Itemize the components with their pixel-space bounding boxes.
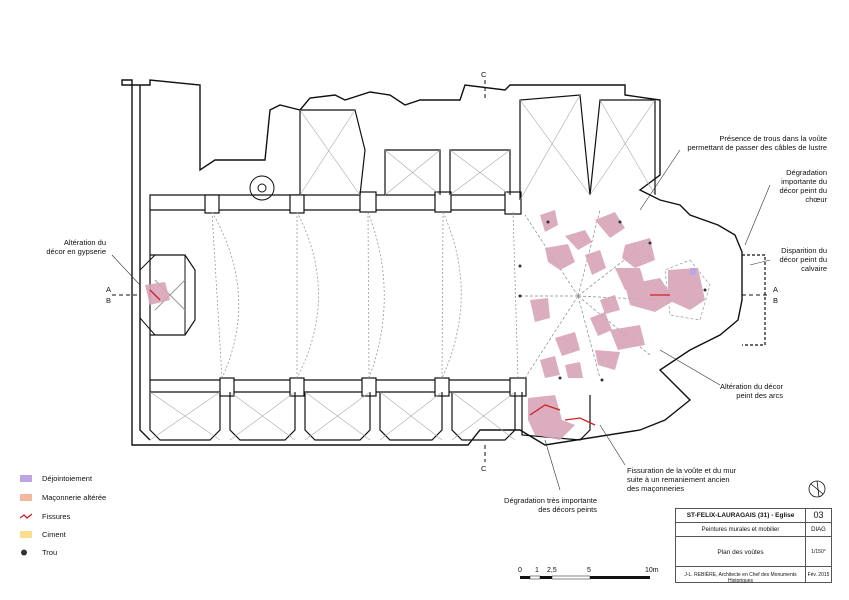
chapel-ribs xyxy=(149,94,656,441)
legend-swatch xyxy=(20,531,32,538)
title-block-phase: DIAG xyxy=(806,523,831,537)
annotation-line: Altération du décor xyxy=(720,382,783,391)
legend-swatch xyxy=(20,494,32,501)
scale-bar-graphic xyxy=(520,575,650,580)
annotation-trous: Présence de trous dans la voûte permetta… xyxy=(660,134,827,152)
annotation-line: décor en gypserie xyxy=(46,247,106,256)
hole-icon xyxy=(21,549,27,556)
annotation-line: Fissuration de la voûte et du mur xyxy=(627,466,737,475)
north-chapels xyxy=(299,94,656,200)
scale-label: 5 xyxy=(587,567,591,574)
legend-item-ciment: Ciment xyxy=(20,530,66,539)
annotation-line: calvaire xyxy=(801,264,827,273)
annotation-line: Disparition du xyxy=(781,246,827,255)
legend-item-dejointoiement: Déjointoiement xyxy=(20,474,92,483)
piers xyxy=(149,191,527,397)
title-block-subtitle: Peintures murales et mobilier xyxy=(676,523,806,537)
scale-label: 1 xyxy=(535,567,539,574)
annotation-line: Dégradation xyxy=(786,168,827,177)
title-block-date: Fév. 2015 xyxy=(807,572,830,578)
annotation-line: Présence de trous dans la voûte xyxy=(719,134,827,143)
title-block-title: ST-FELIX-LAURAGAIS (31) - Eglise xyxy=(676,509,806,523)
legend-item-trou: Trou xyxy=(20,548,57,557)
calvary-outline xyxy=(742,254,766,346)
annotation-line: des maçonneries xyxy=(627,484,685,493)
holes xyxy=(518,220,707,382)
annotation-line: décor peint du xyxy=(779,186,827,195)
scale-label: 2,5 xyxy=(547,567,557,574)
annotation-line: permettant de passer des câbles de lustr… xyxy=(687,143,827,152)
annotation-gypserie: Altération du décor en gypserie xyxy=(20,238,106,256)
annotation-line: chœur xyxy=(805,195,827,204)
cracks xyxy=(149,289,670,426)
annotation-line: peint des arcs xyxy=(736,391,783,400)
outer-walls xyxy=(121,79,743,446)
annotation-line: Dégradation très importante xyxy=(504,496,597,505)
dejointoiement-zone xyxy=(690,268,696,275)
annotation-line: décor peint du xyxy=(779,255,827,264)
legend-swatch xyxy=(20,475,32,482)
section-mark-a-right: A xyxy=(773,285,779,294)
title-block-scale: 1/150° xyxy=(806,537,831,567)
title-block-architect: J-L. REBIÈRE, Architecte en Chef des Mon… xyxy=(676,567,806,584)
legend-item-fissures: Fissures xyxy=(20,512,70,521)
scale-label: 10m xyxy=(645,567,659,574)
section-mark-c-bottom: C xyxy=(481,464,487,473)
annotation-line: Altération du xyxy=(63,238,106,247)
nave-ribs xyxy=(211,211,519,379)
legend-label: Trou xyxy=(42,548,58,557)
legend-label: Déjointoiement xyxy=(42,474,93,483)
annotation-fissuration: Fissuration de la voûte et du mur suite … xyxy=(627,466,767,493)
annotation-arcs: Altération du décor peint des arcs xyxy=(700,382,783,400)
scale-label: 0 xyxy=(518,567,522,574)
section-mark-b-left: B xyxy=(106,296,112,305)
annotation-calvaire: Disparition du décor peint du calvaire xyxy=(760,246,827,273)
annotation-decors: Dégradation très importante des décors p… xyxy=(488,496,597,514)
section-mark-a-left: A xyxy=(106,285,112,294)
north-arrow-icon xyxy=(808,480,826,498)
legend-label: Fissures xyxy=(42,512,71,521)
crack-icon xyxy=(20,513,32,519)
section-mark-b-right: B xyxy=(773,296,779,305)
annotation-line: des décors peints xyxy=(538,505,597,514)
legend-label: Maçonnerie altérée xyxy=(42,493,107,502)
annotation-line: suite à un remaniement ancien xyxy=(627,475,730,484)
annotation-choeur: Dégradation importante du décor peint du… xyxy=(760,168,827,204)
section-mark-c-top: C xyxy=(481,70,487,79)
title-block-drawing: Plan des voûtes xyxy=(676,537,806,567)
stair xyxy=(249,175,275,201)
title-block-number: 03 xyxy=(806,509,831,523)
leader-lines xyxy=(111,149,771,491)
legend-label: Ciment xyxy=(42,530,66,539)
legend-item-maconnerie: Maçonnerie altérée xyxy=(20,493,106,502)
title-block: ST-FELIX-LAURAGAIS (31) - Eglise 03 Pein… xyxy=(675,508,832,584)
degradation-zones xyxy=(145,210,705,440)
annotation-line: importante du xyxy=(781,177,827,186)
south-chapels xyxy=(149,392,591,441)
